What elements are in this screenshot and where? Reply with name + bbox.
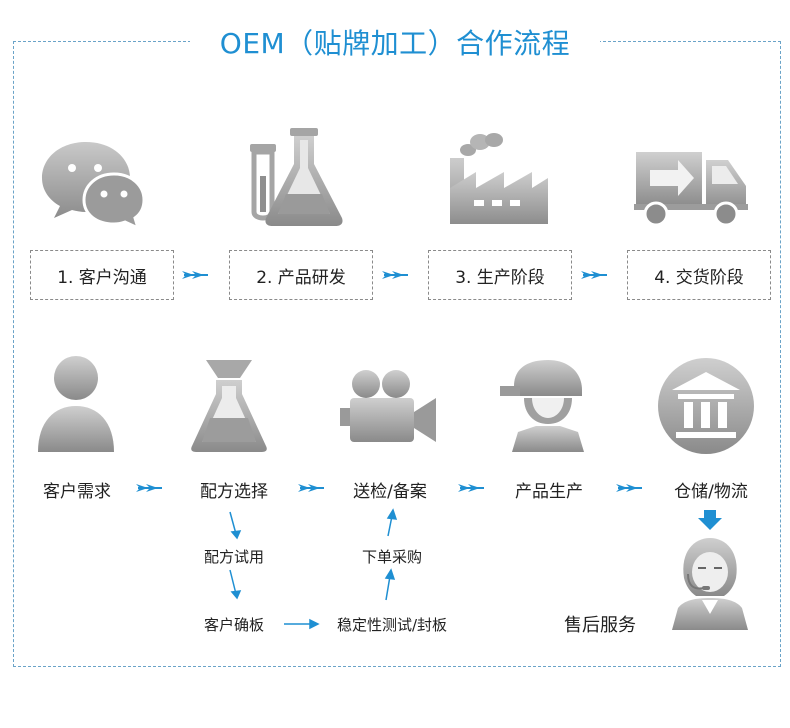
- double-chevron-arrow-icon: [581, 271, 607, 279]
- title-wrap: OEM（贴牌加工）合作流程: [190, 18, 600, 66]
- double-chevron-arrow-icon: [458, 484, 484, 492]
- double-chevron-arrow-icon: [382, 271, 408, 279]
- formula-flask-icon: [191, 360, 267, 452]
- after-sales-service-label: 售后服务: [564, 615, 636, 636]
- flow-node-label: 配方选择: [200, 482, 268, 502]
- customer-service-icon: [672, 538, 748, 630]
- stage-box-2: 2. 产品研发: [229, 250, 373, 300]
- lab-flask-icon: [250, 128, 343, 226]
- stage-box-4: 4. 交货阶段: [627, 250, 771, 300]
- stage-box-1: 1. 客户沟通: [30, 250, 174, 300]
- delivery-truck-icon: [634, 152, 748, 227]
- branch-formula-trial: 配方试用: [203, 548, 265, 566]
- page-title: OEM（贴牌加工）合作流程: [219, 27, 571, 60]
- chat-bubbles-icon: [42, 142, 146, 228]
- flow-node-label: 产品生产: [515, 482, 583, 502]
- double-chevron-arrow-icon: [182, 271, 208, 279]
- person-icon: [38, 356, 114, 452]
- factory-icon: [450, 133, 548, 224]
- branch-stability-test: 稳定性测试/封板: [336, 616, 448, 634]
- double-chevron-arrow-icon: [298, 484, 324, 492]
- branch-customer-confirm: 客户确板: [203, 616, 265, 634]
- stage-box-3: 3. 生产阶段: [428, 250, 572, 300]
- branch-purchase-order: 下单采购: [361, 548, 423, 566]
- flow-node-label: 送检/备案: [353, 482, 427, 502]
- video-camera-icon: [340, 370, 436, 442]
- double-chevron-arrow-icon: [616, 484, 642, 492]
- bank-building-icon: [658, 358, 754, 454]
- worker-helmet-icon: [500, 360, 584, 452]
- double-chevron-arrow-icon: [136, 484, 162, 492]
- flow-node-label: 客户需求: [43, 482, 111, 502]
- flow-node-label: 仓储/物流: [674, 482, 748, 502]
